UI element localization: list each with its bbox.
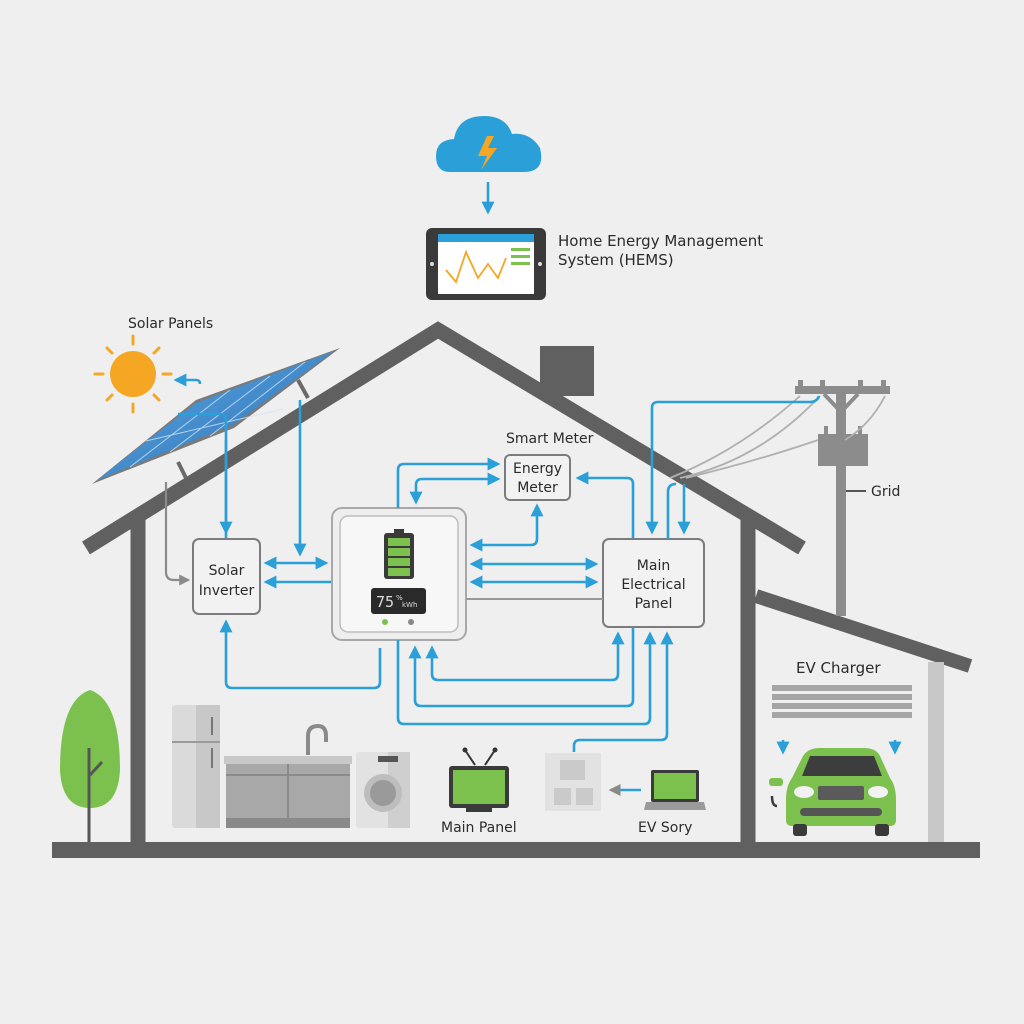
battery-percent: 75 — [376, 593, 394, 611]
main-electrical-panel-box[interactable]: Main Electrical Panel — [602, 538, 705, 628]
laptop-icon[interactable] — [644, 770, 706, 810]
ev-charger-label: EV Charger — [796, 659, 881, 677]
outlet-to-panel-flow — [572, 631, 674, 752]
garage-post — [928, 662, 944, 842]
status-led-gray — [408, 619, 414, 625]
sun-flow — [173, 373, 202, 387]
panel-battery-bottom-flow — [425, 631, 625, 682]
tv-icon[interactable] — [449, 747, 509, 813]
battery-panel-bottom-flow — [396, 631, 657, 726]
kitchen-sink-icon — [224, 723, 352, 828]
electric-car-icon[interactable] — [769, 748, 896, 836]
house-roof — [82, 321, 806, 555]
meter-battery-flow — [409, 472, 501, 505]
battery-suffix: kWh — [402, 601, 417, 609]
battery-to-inverter-bottom-flow — [219, 619, 382, 690]
chimney — [540, 346, 594, 396]
main-panel-label-line1: Main — [637, 558, 670, 574]
tv-label: Main Panel — [441, 820, 517, 836]
refrigerator-icon — [172, 705, 220, 828]
power-outlet-icon[interactable] — [545, 753, 601, 811]
main-panel-label-line2: Electrical — [621, 577, 685, 593]
garage-door-slats — [772, 685, 912, 718]
energy-meter-label-line1: Energy — [513, 461, 562, 477]
battery-storage-unit[interactable]: 75 % kWh — [331, 507, 467, 641]
garage-roof — [753, 589, 973, 673]
status-led-green — [382, 619, 388, 625]
battery-to-meter-flow — [396, 457, 501, 508]
tree-icon — [60, 690, 120, 842]
panel-to-sun-arrow — [178, 412, 228, 538]
panel-to-meter-flow — [575, 471, 635, 538]
grid-wire — [685, 439, 819, 479]
panel-to-inverter-gray-flow — [164, 482, 191, 586]
sun-icon — [93, 334, 173, 414]
panel-battery-bottom-flow-2 — [408, 627, 635, 708]
battery-display — [371, 588, 426, 614]
grid-wire — [669, 395, 801, 479]
lightning-icon — [478, 136, 497, 170]
laptop-label: EV Sory — [638, 820, 692, 836]
washing-machine-icon — [356, 752, 410, 828]
grid-wire — [844, 395, 886, 441]
energy-meter-box[interactable]: Energy Meter — [504, 454, 571, 501]
battery-meter-return-flow — [469, 503, 544, 552]
battery-unit: % — [396, 594, 403, 602]
solar-inverter-label-line1: Solar — [209, 563, 245, 579]
energy-meter-label-line2: Meter — [517, 480, 558, 496]
cloud-icon — [436, 116, 542, 172]
hems-label-line1: Home Energy Management — [558, 232, 763, 250]
hems-label-line2: System (HEMS) — [558, 251, 674, 269]
ground-line — [52, 842, 980, 858]
grid-label: Grid — [871, 484, 900, 500]
panel-grid-flow — [666, 482, 677, 539]
grid-to-panel-flow — [645, 395, 821, 535]
utility-pole-icon — [795, 380, 890, 616]
grid-wire — [679, 395, 821, 479]
solar-panels-label: Solar Panels — [128, 316, 213, 332]
tablet-dashboard-icon[interactable] — [426, 228, 546, 300]
main-panel-label-line3: Panel — [635, 596, 673, 612]
solar-inverter-box[interactable]: Solar Inverter — [192, 538, 261, 615]
battery-icon — [384, 529, 414, 579]
smart-meter-label: Smart Meter — [506, 431, 594, 447]
solar-inverter-label-line2: Inverter — [199, 583, 255, 599]
